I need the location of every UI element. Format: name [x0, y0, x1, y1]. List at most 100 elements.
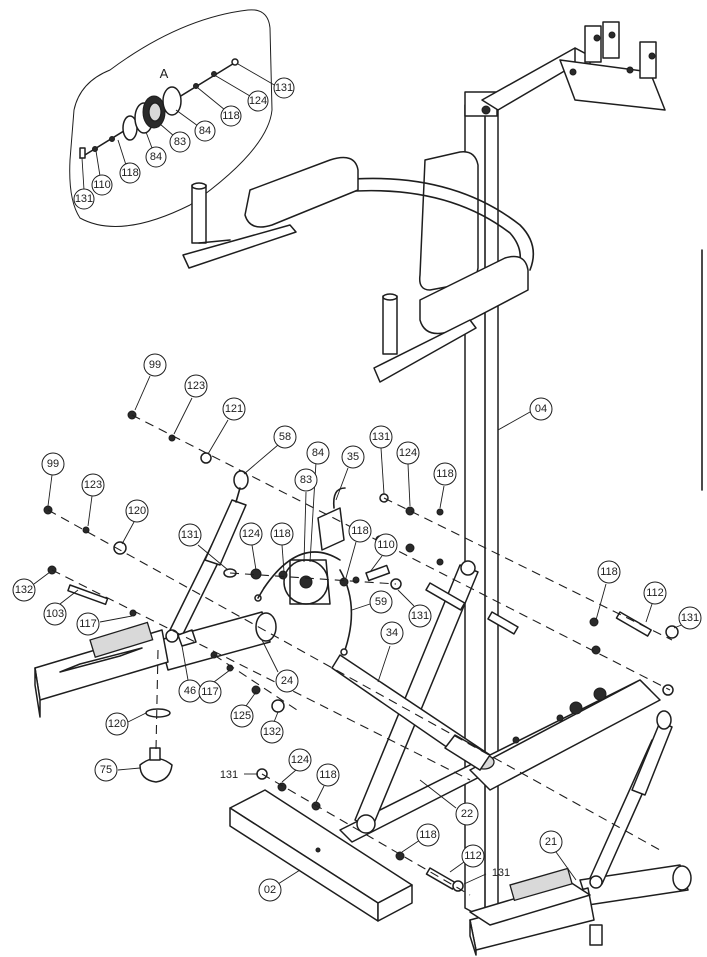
svg-text:83: 83	[300, 474, 312, 486]
svg-text:125: 125	[233, 710, 251, 722]
svg-text:124: 124	[291, 754, 309, 766]
svg-text:24: 24	[281, 675, 293, 687]
svg-text:117: 117	[201, 686, 219, 698]
svg-text:84: 84	[150, 151, 162, 163]
callout-83: 83	[294, 468, 318, 563]
callout-103: 103	[43, 589, 79, 626]
callout-99-top: 99	[134, 353, 167, 411]
inset-callout-110: 110	[91, 150, 113, 196]
callout-131-mid: 131	[369, 425, 393, 495]
inset-callout-131-left: 131	[73, 157, 95, 210]
inset-callout-131-top: 131	[237, 63, 295, 99]
svg-text:118: 118	[436, 468, 454, 480]
right-handle	[382, 295, 398, 355]
callout-131-center: 131	[397, 589, 432, 628]
callout-131-right: 131	[673, 606, 702, 630]
callout-117-lower: 117	[198, 669, 231, 704]
left-handle	[191, 184, 207, 244]
svg-text:118: 118	[121, 167, 139, 179]
svg-text:35: 35	[347, 451, 359, 463]
callout-118-mid: 118	[433, 462, 457, 509]
svg-text:118: 118	[351, 525, 369, 537]
svg-text:110: 110	[93, 179, 111, 191]
callout-123-top: 123	[173, 374, 208, 435]
callout-35: 35	[335, 445, 365, 501]
svg-text:121: 121	[225, 403, 243, 415]
svg-text:123: 123	[187, 380, 205, 392]
svg-text:118: 118	[273, 528, 291, 540]
inset-callout-83: 83	[159, 123, 191, 153]
callout-118-right: 118	[595, 560, 621, 621]
callout-59: 59	[351, 590, 393, 614]
svg-text:99: 99	[149, 359, 161, 371]
callout-110: 110	[369, 533, 398, 573]
callout-118-bottom: 118	[315, 763, 340, 803]
svg-text:131: 131	[181, 529, 199, 541]
svg-text:131: 131	[75, 193, 93, 205]
callout-131-bottom-plain: 131	[220, 769, 258, 781]
svg-text:58: 58	[279, 431, 291, 443]
callout-21: 21	[539, 830, 577, 881]
callout-02: 02	[258, 869, 301, 902]
callout-132-left: 132	[12, 571, 51, 602]
svg-text:59: 59	[375, 596, 387, 608]
svg-text:118: 118	[600, 566, 618, 578]
callout-121: 121	[207, 397, 246, 455]
svg-text:22: 22	[461, 808, 473, 820]
callout-125: 125	[230, 691, 257, 728]
svg-text:21: 21	[545, 836, 557, 848]
callout-124-bottom: 124	[281, 748, 312, 783]
svg-text:123: 123	[84, 479, 102, 491]
svg-text:46: 46	[184, 685, 196, 697]
svg-text:131: 131	[411, 610, 429, 622]
svg-text:117: 117	[79, 618, 97, 630]
washer-120	[145, 708, 171, 718]
svg-text:124: 124	[249, 95, 267, 107]
inset-callout-84-right: 84	[175, 109, 216, 142]
detail-inset-a: A 131 124 118 84 83 84 118 110 131	[69, 9, 295, 227]
svg-text:131: 131	[220, 769, 238, 781]
svg-text:02: 02	[264, 884, 276, 896]
svg-text:120: 120	[108, 718, 126, 730]
callout-34: 34	[377, 621, 404, 683]
callout-46: 46	[178, 645, 202, 703]
svg-text:110: 110	[377, 539, 395, 551]
callout-132-lower: 132	[260, 711, 284, 744]
svg-text:04: 04	[535, 403, 547, 415]
callout-112-right: 112	[643, 581, 667, 623]
inset-title: A	[160, 66, 169, 81]
svg-text:112: 112	[646, 587, 664, 599]
callout-22: 22	[419, 779, 479, 826]
callout-124-left: 124	[239, 522, 263, 571]
svg-text:124: 124	[242, 528, 260, 540]
main-frame	[34, 21, 703, 956]
svg-text:99: 99	[47, 458, 59, 470]
svg-text:34: 34	[386, 627, 398, 639]
svg-text:118: 118	[419, 829, 437, 841]
svg-text:131: 131	[492, 867, 510, 879]
svg-text:132: 132	[15, 584, 33, 596]
bracket-35	[317, 507, 345, 551]
callout-123-left: 123	[81, 473, 105, 527]
callout-131-lower-plain: 131	[463, 867, 510, 885]
callout-24: 24	[261, 639, 299, 693]
svg-text:112: 112	[464, 850, 482, 862]
back-pad	[418, 151, 479, 291]
callout-118-lowest: 118	[401, 823, 440, 853]
svg-text:124: 124	[399, 447, 417, 459]
svg-text:84: 84	[312, 447, 324, 459]
callouts: 99 123 121 58 84 83 35 131 124 118 04 99…	[12, 353, 702, 902]
callout-120-lower: 120	[105, 712, 147, 736]
svg-text:120: 120	[128, 505, 146, 517]
top-bracket	[559, 59, 666, 111]
svg-text:84: 84	[199, 125, 211, 137]
inset-callout-118: 118	[197, 87, 242, 127]
svg-text:131: 131	[372, 431, 390, 443]
callout-99-left: 99	[41, 452, 65, 507]
inset-callout-84-left: 84	[145, 131, 167, 168]
svg-text:118: 118	[222, 110, 240, 122]
callout-118-left: 118	[270, 522, 294, 573]
inset-callout-124: 124	[215, 75, 269, 112]
callout-75: 75	[94, 758, 141, 782]
